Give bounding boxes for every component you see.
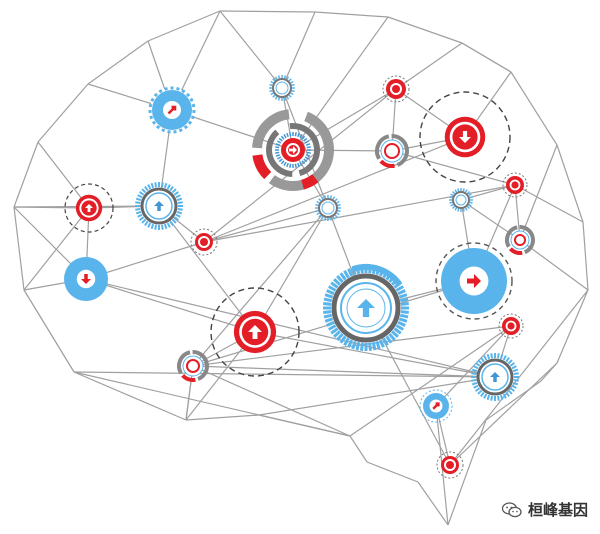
network-edge xyxy=(203,136,466,243)
arrow-icon xyxy=(154,201,164,211)
network-edge xyxy=(23,289,75,373)
network-edge xyxy=(387,16,463,44)
network-edge xyxy=(395,42,463,90)
network-edge xyxy=(203,88,397,243)
network-edge xyxy=(258,376,496,416)
network-edge xyxy=(73,371,496,378)
network-edge xyxy=(556,144,584,223)
network-edge xyxy=(349,435,368,463)
arrow-icon xyxy=(357,299,375,317)
network-edge xyxy=(192,207,329,367)
network-edge xyxy=(314,11,389,18)
hub-far-right xyxy=(505,225,535,255)
network-edge xyxy=(349,325,512,437)
hub-left-center xyxy=(135,182,183,230)
hub-top-right-small xyxy=(382,75,410,103)
network-edge xyxy=(435,325,512,407)
network-edge xyxy=(258,414,351,437)
network-edge xyxy=(254,331,496,378)
network-edge xyxy=(37,83,89,143)
arrow-icon xyxy=(490,372,500,382)
hub-bottom-small xyxy=(436,451,464,479)
network-edge xyxy=(13,206,25,291)
network-edge xyxy=(37,141,90,209)
hub-right-small-lower xyxy=(498,313,524,339)
hub-right-small xyxy=(449,188,473,212)
hub-top-left xyxy=(148,86,196,134)
network-edge xyxy=(582,221,589,291)
hub-far-right-small xyxy=(502,172,528,198)
network-edge xyxy=(73,371,260,416)
arrow-icon xyxy=(81,274,91,284)
network-edge xyxy=(460,199,521,241)
hub-center-left-small xyxy=(190,228,218,256)
network-edge xyxy=(281,11,316,89)
hub-bottom xyxy=(419,389,453,423)
arrow-icon xyxy=(459,131,471,143)
network-edge xyxy=(73,371,187,421)
hub-right-top xyxy=(419,91,511,183)
watermark-text: 桓峰基因 xyxy=(527,501,588,519)
hub-left xyxy=(64,183,114,233)
network-edge xyxy=(254,207,329,333)
network-edge xyxy=(366,461,419,483)
network-hubs xyxy=(64,75,535,479)
network-edge xyxy=(13,141,39,208)
arrow-icon xyxy=(248,325,262,339)
hub-center-lower xyxy=(323,264,409,351)
hub-lower-left-small xyxy=(177,350,209,382)
watermark: 桓峰基因 xyxy=(501,499,588,520)
hub-mid-right xyxy=(375,134,409,168)
network-edge xyxy=(158,205,256,333)
hub-right-lower xyxy=(435,242,513,320)
network-edge xyxy=(85,278,496,378)
arrow-icon xyxy=(467,274,481,288)
network-edge xyxy=(219,10,283,89)
arrow-icon xyxy=(85,204,93,212)
hub-top xyxy=(269,75,295,101)
arrow-icon xyxy=(167,105,177,115)
network-edge xyxy=(292,16,389,151)
hub-lower-left xyxy=(210,287,300,377)
hub-lower-right xyxy=(471,353,519,401)
network-edge xyxy=(185,414,260,421)
network-edge xyxy=(556,289,589,364)
network-edge xyxy=(514,184,584,223)
network-edge xyxy=(292,88,397,151)
network-edge xyxy=(519,144,558,241)
arrow-icon xyxy=(289,146,297,154)
network-edge xyxy=(87,40,149,85)
network-edge xyxy=(192,365,351,437)
network-edge xyxy=(147,10,221,42)
network-edge xyxy=(203,207,329,243)
network-edge xyxy=(192,325,512,367)
network-edge xyxy=(85,278,256,333)
network-edge xyxy=(219,10,316,13)
hub-center xyxy=(315,195,341,221)
network-edge xyxy=(461,42,512,73)
hub-left-lower xyxy=(64,257,108,301)
hub-center-top xyxy=(252,109,334,191)
network-edge xyxy=(391,150,516,186)
network-edge xyxy=(417,481,449,526)
network-edge xyxy=(23,207,90,291)
network-edge xyxy=(192,365,496,378)
network-edge xyxy=(449,362,558,466)
arrow-icon xyxy=(432,402,440,410)
network-edge xyxy=(510,71,558,146)
wechat-icon xyxy=(501,501,522,517)
network-edge xyxy=(281,87,329,209)
